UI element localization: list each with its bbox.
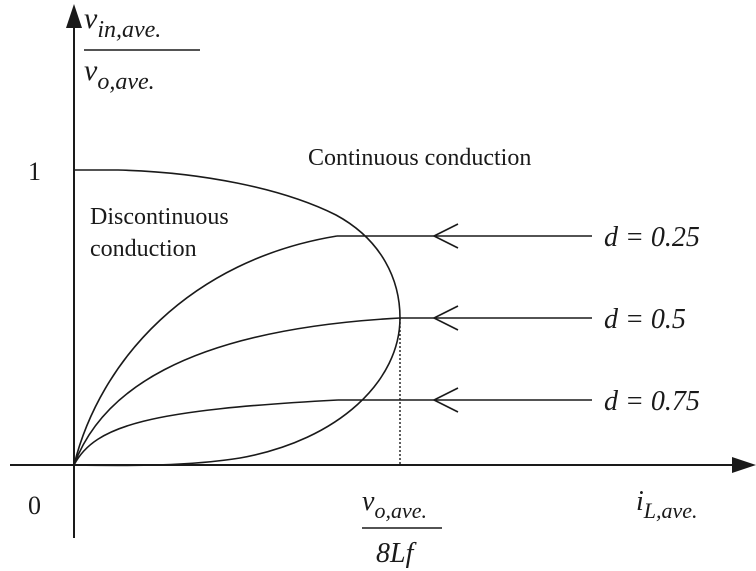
discontinuous-label-line1: Discontinuous bbox=[90, 204, 229, 230]
origin-label: 0 bbox=[28, 491, 41, 520]
discontinuous-label-line2: conduction bbox=[90, 236, 197, 262]
arrow-d-0.5 bbox=[432, 305, 459, 331]
label-d-0.75: d = 0.75 bbox=[604, 386, 700, 417]
label-d-0.25: d = 0.25 bbox=[604, 222, 700, 253]
y-tick-label-1: 1 bbox=[28, 157, 41, 186]
y-label-numerator: vin,ave. bbox=[84, 2, 161, 43]
x-axis-label: iL,ave. bbox=[636, 486, 698, 523]
x-tick-denominator: 8Lf bbox=[376, 538, 417, 569]
arrow-d-0.25 bbox=[432, 223, 459, 249]
y-label-denominator: vo,ave. bbox=[84, 54, 155, 95]
y-axis-arrowhead bbox=[66, 4, 82, 28]
continuous-conduction-label: Continuous conduction bbox=[308, 145, 531, 171]
x-tick-numerator: vo,ave. bbox=[362, 486, 427, 523]
curve-d-0.25 bbox=[73, 235, 338, 466]
arrow-d-0.75 bbox=[432, 387, 459, 413]
curve-d-0.75 bbox=[73, 399, 339, 466]
x-axis-arrowhead bbox=[732, 457, 756, 473]
label-d-0.5: d = 0.5 bbox=[604, 304, 686, 335]
curve-d-0.5 bbox=[73, 317, 401, 466]
